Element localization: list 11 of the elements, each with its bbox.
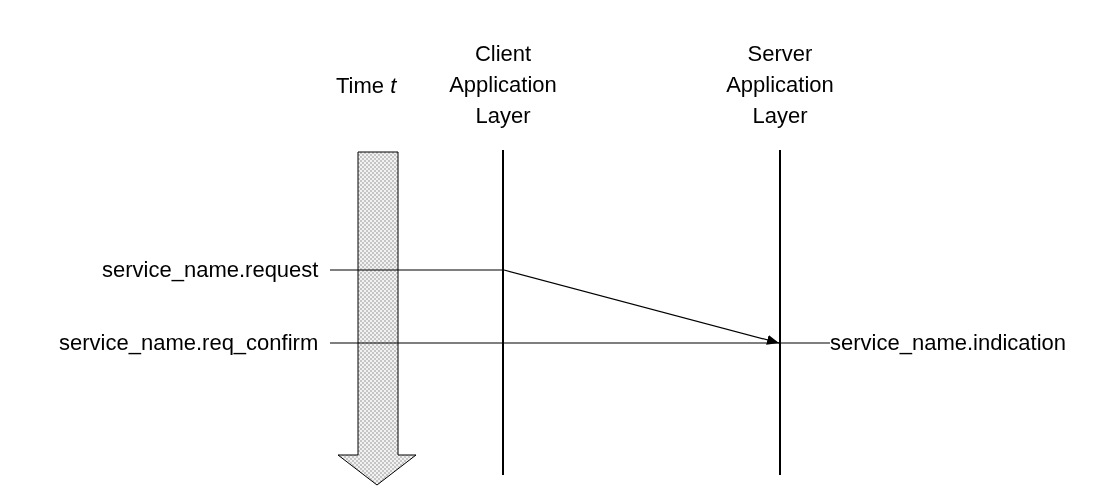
message-label: service_name.indication: [830, 331, 1067, 355]
message-line: [329, 269, 503, 271]
lifeline: [502, 150, 504, 475]
lifeline: [779, 150, 781, 475]
message-arrow: [503, 269, 780, 345]
message-line: [329, 342, 831, 344]
axis-label: Time t: [336, 74, 397, 98]
column-heading: Client Application Layer: [448, 40, 558, 130]
message-label: service_name.request: [102, 258, 331, 282]
message-label: service_name.req_confirm: [59, 331, 331, 355]
column-heading: Server Application Layer: [725, 40, 835, 130]
